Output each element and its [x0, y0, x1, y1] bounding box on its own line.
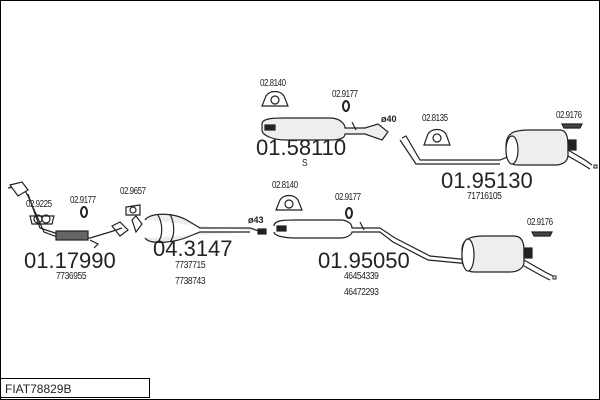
part-number: 01.58110: [256, 135, 347, 160]
center-silencer-upper-drawing: [261, 117, 389, 141]
fitting-label: 02.9177: [335, 192, 361, 203]
fitting-label: 02.9176: [556, 110, 582, 121]
reference-number: 7738743: [175, 276, 206, 287]
diameter-label: ø40: [381, 114, 397, 124]
front-pipe-drawing: [7, 181, 129, 249]
fitting-label: 02.9177: [332, 89, 358, 100]
fitting-label: 02.9225: [26, 199, 52, 210]
hanger-02-8140-a: [261, 90, 289, 107]
gasket-02-9225: [29, 214, 55, 225]
part-number: 01.95050: [318, 248, 410, 273]
part-number: 01.95130: [441, 168, 533, 193]
rear-silencer-lower-drawing: [461, 235, 557, 281]
fitting-label: 02.9657: [120, 186, 146, 197]
fitting-label: 02.8140: [272, 180, 298, 191]
reference-number: 46472293: [344, 287, 379, 298]
center-silencer-lower-drawing: [273, 219, 471, 265]
fitting-label: 02.8140: [260, 78, 286, 89]
hanger-02-9177-c: [345, 207, 353, 219]
hanger-02-8135: [423, 128, 451, 146]
diagram-code-box: FIAT78829B: [0, 378, 150, 398]
catalytic-converter-drawing: [131, 213, 267, 243]
reference-number: 7736955: [56, 271, 87, 282]
reference-number: 7737715: [175, 260, 206, 271]
reference-number: 71716105: [467, 191, 502, 202]
hanger-02-9176-b: [531, 231, 553, 237]
part-number: 01.17990: [24, 248, 116, 273]
fitting-label: 02.9177: [70, 195, 96, 206]
rear-silencer-upper-drawing: [399, 129, 598, 170]
reference-number: S: [302, 158, 308, 169]
hanger-02-9177-a: [80, 206, 88, 218]
diameter-label: ø43: [248, 215, 264, 225]
fitting-label: 02.8135: [422, 113, 448, 124]
diagram-code: FIAT78829B: [5, 382, 72, 396]
gasket-02-9657: [125, 204, 141, 216]
part-number: 04.3147: [153, 236, 233, 261]
reference-number: 46454339: [344, 271, 379, 282]
hanger-02-8140-b: [275, 194, 303, 211]
fitting-label: 02.9176: [527, 217, 553, 228]
hanger-02-9177-b: [342, 100, 350, 112]
hanger-02-9176-a: [561, 123, 583, 129]
